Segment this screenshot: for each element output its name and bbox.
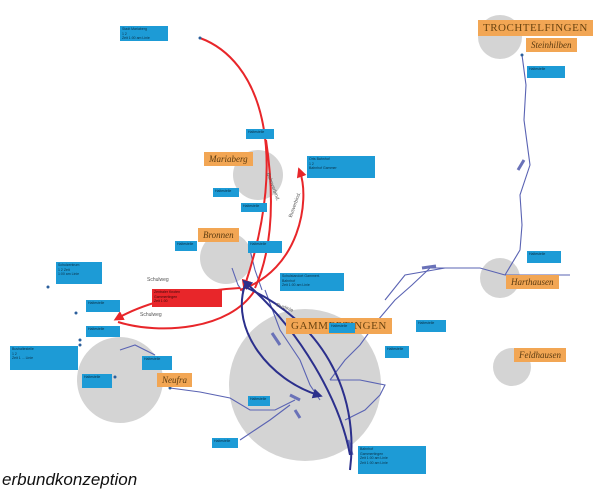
stop-box: Haltestelle — [86, 326, 120, 337]
route-label: Schulweg — [147, 277, 169, 283]
stop-box: Haltestelle — [212, 438, 238, 448]
rail-segments — [270, 159, 526, 456]
town-area-bronnen — [200, 232, 252, 284]
stop-box: Haltestelle — [385, 346, 409, 358]
stop-box: Haltestelle — [248, 241, 282, 253]
town-label-neufra: Neufra — [157, 373, 193, 387]
stop-box: Haltestelle — [527, 251, 561, 263]
stop-box: Haltestelle — [175, 241, 197, 251]
town-label-harthausen: Harthausen — [506, 275, 559, 289]
stop-box: Haltestelle — [416, 320, 446, 332]
blue-routes — [240, 279, 353, 471]
stop-box: Haltestelle — [82, 374, 112, 388]
stop-box: Haltestelle — [142, 356, 172, 370]
stop-box: Haltestelle — [86, 300, 120, 312]
town-label-bronnen: Bronnen — [198, 228, 239, 242]
town-label-steinhilben: Steinhilben — [526, 38, 577, 52]
stop-box: Haltestelle — [329, 323, 355, 333]
stop-box: Haltestelle — [248, 396, 270, 406]
route-label: Schulweg — [140, 312, 162, 318]
town-area-neufra — [77, 337, 163, 423]
stop-box: Haltestelle — [246, 129, 274, 139]
town-label-feldhausen: Feldhausen — [514, 348, 566, 362]
stop-box: Haltestelle — [213, 188, 239, 197]
stop-box: Haltestelle — [527, 66, 565, 78]
caption-title: erbundkonzeption — [2, 470, 138, 489]
town-area-gammertingen — [229, 309, 381, 461]
town-label-mariaberg: Mariaberg — [204, 152, 253, 166]
town-label-trochtelfingen: TROCHTELFINGEN — [478, 20, 593, 36]
stop-box: Haltestelle — [241, 203, 267, 212]
stop-dots — [46, 36, 524, 390]
red-routes — [113, 37, 307, 330]
